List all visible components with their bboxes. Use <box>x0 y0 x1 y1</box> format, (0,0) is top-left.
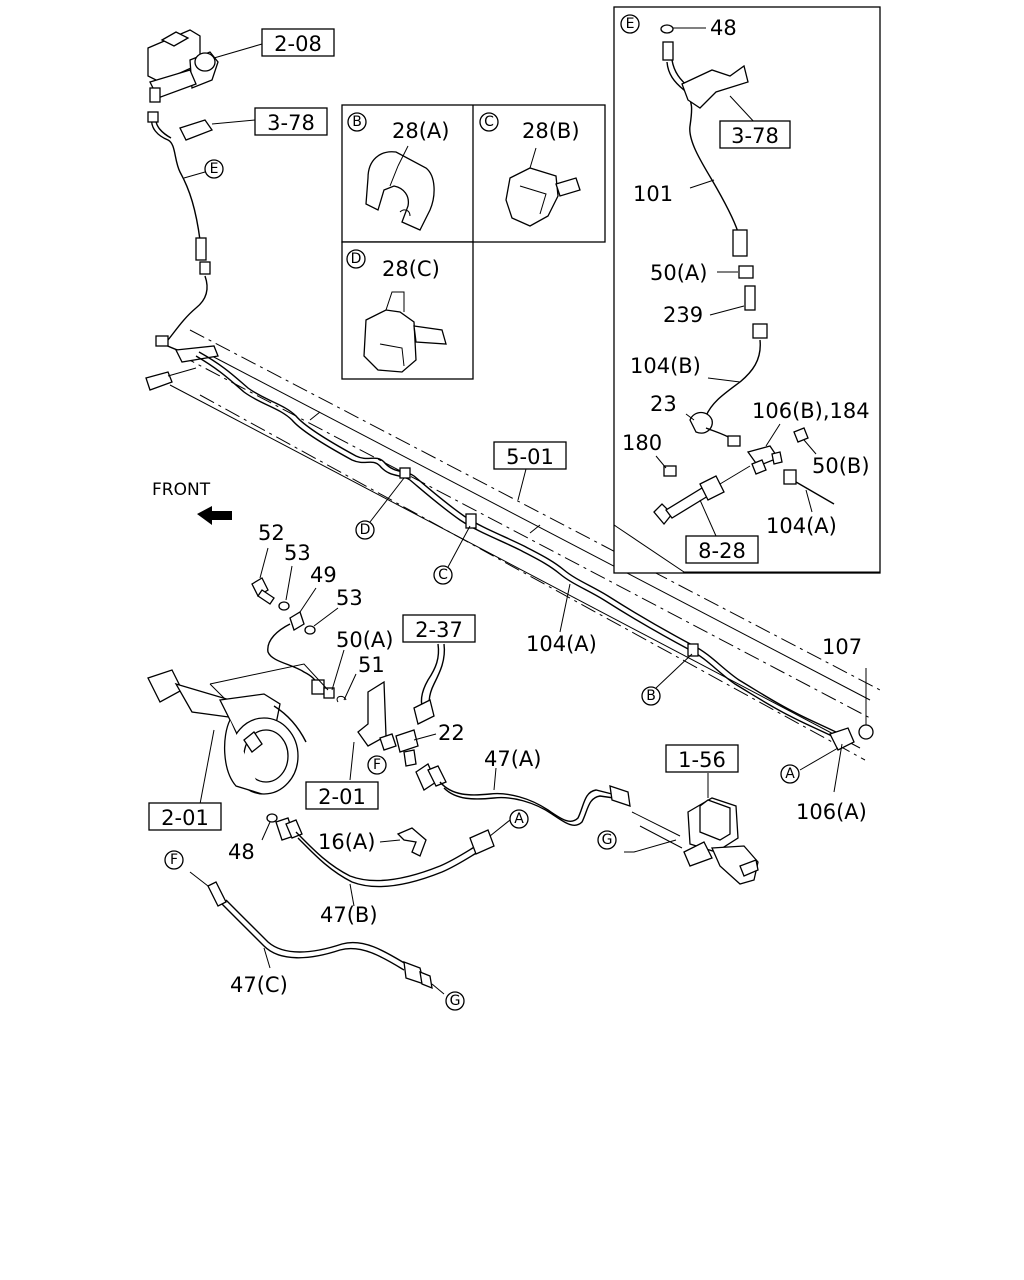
svg-text:B: B <box>352 114 362 130</box>
part-28c: 28(C) <box>382 257 440 281</box>
part-47b: 47(B) <box>320 903 378 927</box>
part-22: 22 <box>438 721 465 745</box>
clip-b <box>687 643 699 657</box>
ref-2-01-bracket[interactable]: 2-01 <box>305 781 379 810</box>
de-part-50b: 50(B) <box>812 454 870 478</box>
ref-1-56-label: 1-56 <box>678 748 726 772</box>
hose-47c <box>189 871 445 995</box>
part-52: 52 <box>258 521 285 545</box>
ref-2-37-label: 2-37 <box>415 618 463 642</box>
marker-f-hose: F <box>164 850 184 870</box>
marker-e: E <box>183 159 224 179</box>
part-50a: 50(A) <box>336 628 393 652</box>
clip-d <box>399 467 411 479</box>
ref-3-78-detail-label: 3-78 <box>731 124 779 148</box>
clip-c <box>465 513 477 529</box>
marker-f-bracket: F <box>367 755 387 775</box>
marker-a-hose: A <box>509 809 529 829</box>
brake-pipe-104a <box>195 355 837 739</box>
part-47c: 47(C) <box>230 973 288 997</box>
de-part-104a: 104(A) <box>766 514 837 538</box>
hose-47b <box>275 817 511 907</box>
de-part-180: 180 <box>622 431 662 455</box>
inset-c-letter: C <box>479 112 499 132</box>
part-47a: 47(A) <box>484 747 541 771</box>
marker-c: C <box>433 525 471 585</box>
part-107: 107 <box>822 635 862 659</box>
svg-text:G: G <box>602 832 613 848</box>
marker-b: B <box>641 653 693 706</box>
part-106a: 106(A) <box>796 800 867 824</box>
marker-g-hose: G <box>445 991 465 1011</box>
master-cylinder-pipe <box>145 111 256 391</box>
ref-2-01-master-label: 2-01 <box>161 806 209 830</box>
ref-1-56[interactable]: 1-56 <box>665 744 739 773</box>
svg-text:F: F <box>373 757 381 773</box>
part-48: 48 <box>228 840 255 864</box>
marker-d: D <box>355 477 405 540</box>
part-53b: 53 <box>336 586 363 610</box>
ref-5-01-label: 5-01 <box>506 445 554 469</box>
svg-text:A: A <box>785 766 795 782</box>
svg-text:D: D <box>360 522 371 538</box>
master-cylinder <box>147 29 219 103</box>
ref-2-08[interactable]: 2-08 <box>213 28 335 59</box>
part-28b: 28(B) <box>522 119 580 143</box>
ref-2-01-bracket-label: 2-01 <box>318 785 366 809</box>
svg-text:A: A <box>514 811 524 827</box>
part-104a: 104(A) <box>526 632 597 656</box>
ref-3-78-main[interactable]: 3-78 <box>254 107 328 136</box>
marker-g-valve: G <box>597 830 617 850</box>
de-part-23: 23 <box>650 392 677 416</box>
ref-5-01[interactable]: 5-01 <box>493 441 567 501</box>
svg-text:F: F <box>170 852 178 868</box>
de-part-50a: 50(A) <box>650 261 707 285</box>
hose-47a <box>415 763 631 826</box>
part-16a: 16(A) <box>318 830 375 854</box>
svg-text:G: G <box>450 993 461 1009</box>
clip-detail-inset <box>341 104 606 380</box>
de-part-48: 48 <box>710 16 737 40</box>
svg-text:D: D <box>351 251 362 267</box>
tee-fitting-106a <box>799 668 874 793</box>
valve-1-56 <box>624 773 759 885</box>
inset-d-letter: D <box>346 249 366 269</box>
svg-text:B: B <box>646 688 656 704</box>
ref-2-01-master[interactable]: 2-01 <box>148 802 222 831</box>
marker-a-frame: A <box>780 764 800 784</box>
clutch-hardware <box>147 547 446 841</box>
ref-3-78-main-label: 3-78 <box>267 111 315 135</box>
ref-8-28-label: 8-28 <box>698 539 746 563</box>
inset-e-letter: E <box>620 14 640 34</box>
svg-text:E: E <box>626 16 635 32</box>
svg-text:C: C <box>438 567 448 583</box>
ref-3-78-detail[interactable]: 3-78 <box>719 120 791 149</box>
part-49: 49 <box>310 563 337 587</box>
part-28a: 28(A) <box>392 119 449 143</box>
ref-8-28[interactable]: 8-28 <box>685 535 759 564</box>
svg-text:E: E <box>210 161 219 177</box>
svg-text:C: C <box>484 114 494 130</box>
leader-104a <box>559 583 571 633</box>
de-part-101: 101 <box>633 182 673 206</box>
inset-b-letter: B <box>347 112 367 132</box>
detail-e-inset <box>613 6 881 574</box>
front-arrow-icon <box>197 506 232 525</box>
de-part-239: 239 <box>663 303 703 327</box>
part-53a: 53 <box>284 541 311 565</box>
ref-2-08-label: 2-08 <box>274 32 322 56</box>
de-part-104b: 104(B) <box>630 354 701 378</box>
front-label: FRONT <box>152 480 211 500</box>
ref-2-37[interactable]: 2-37 <box>402 614 476 643</box>
part-51: 51 <box>358 653 385 677</box>
de-part-106b-184: 106(B),184 <box>752 399 870 423</box>
